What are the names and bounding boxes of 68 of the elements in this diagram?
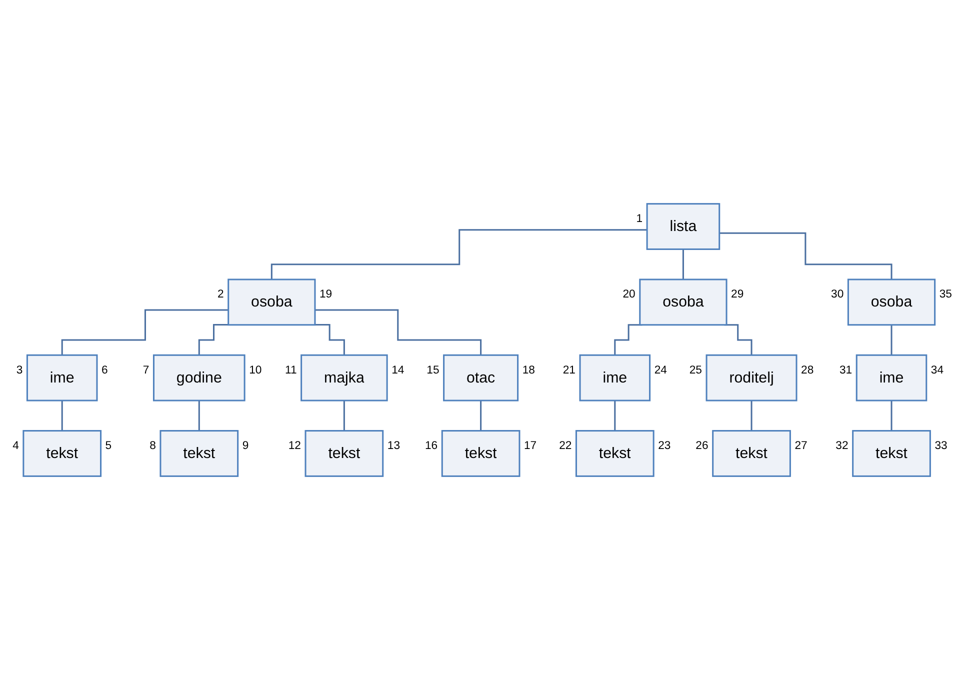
callout-number: 9 xyxy=(242,440,249,452)
node-box: tekst xyxy=(160,430,239,477)
node-box: osoba xyxy=(228,278,316,326)
node-box: tekst xyxy=(22,430,102,477)
callout-number: 25 xyxy=(689,364,702,376)
connector xyxy=(314,324,345,356)
callout-number: 16 xyxy=(424,440,438,452)
node-box: tekst xyxy=(304,430,384,477)
node-box: godine xyxy=(152,354,246,402)
callout-number: 28 xyxy=(801,364,814,376)
connector xyxy=(343,400,345,432)
node-box: majka xyxy=(300,354,388,402)
callout-number: 2 xyxy=(218,288,224,301)
callout-number: 18 xyxy=(522,364,535,376)
node-box: tekst xyxy=(575,430,654,477)
callout-number: 24 xyxy=(654,364,667,376)
callout-number: 12 xyxy=(288,440,301,452)
callout-number: 14 xyxy=(392,364,404,376)
callout-number: 23 xyxy=(658,440,671,452)
callout-number: 3 xyxy=(16,364,23,376)
callout-number: 5 xyxy=(105,440,112,452)
callout-number: 1 xyxy=(636,212,643,225)
node-box: ime xyxy=(856,354,928,402)
connector xyxy=(719,232,892,280)
callout-number: 4 xyxy=(12,440,19,452)
connector xyxy=(614,400,616,432)
connector xyxy=(480,400,482,432)
connector xyxy=(61,309,228,356)
callout-number: 8 xyxy=(150,440,156,452)
node-box: ime xyxy=(26,354,98,402)
node-box: osoba xyxy=(639,278,728,326)
connector xyxy=(198,400,200,432)
node-box: lista xyxy=(646,203,720,250)
connector xyxy=(682,248,684,280)
connector xyxy=(61,400,63,432)
callout-number: 31 xyxy=(839,364,852,376)
callout-number: 34 xyxy=(930,364,944,376)
callout-number: 19 xyxy=(320,288,332,301)
connector xyxy=(198,324,228,356)
connector xyxy=(750,400,752,432)
callout-number: 32 xyxy=(836,440,848,452)
callout-number: 35 xyxy=(939,288,952,301)
node-box: otac xyxy=(443,354,519,402)
callout-number: 6 xyxy=(102,364,108,376)
callout-number: 33 xyxy=(934,440,948,452)
node-box: osoba xyxy=(847,278,936,326)
callout-number: 10 xyxy=(249,364,262,376)
node-box: tekst xyxy=(852,430,931,477)
callout-number: 30 xyxy=(831,288,844,301)
callout-number: 26 xyxy=(696,440,708,452)
connector xyxy=(890,324,892,356)
callout-number: 13 xyxy=(387,440,400,452)
callout-number: 27 xyxy=(794,440,808,452)
callout-number: 7 xyxy=(142,364,150,376)
node-box: tekst xyxy=(712,430,791,477)
callout-number: 20 xyxy=(622,288,636,301)
callout-number: 17 xyxy=(524,440,537,452)
callout-number: 22 xyxy=(559,440,572,452)
node-box: roditelj xyxy=(706,354,798,402)
callout-number: 15 xyxy=(426,364,440,376)
callout-number: 29 xyxy=(731,288,744,301)
connector xyxy=(314,309,482,356)
node-box: ime xyxy=(579,354,651,402)
node-box: tekst xyxy=(441,430,520,477)
callout-number: 11 xyxy=(285,364,297,376)
connector xyxy=(270,229,648,280)
connector xyxy=(890,400,892,432)
callout-number: 21 xyxy=(562,364,576,376)
